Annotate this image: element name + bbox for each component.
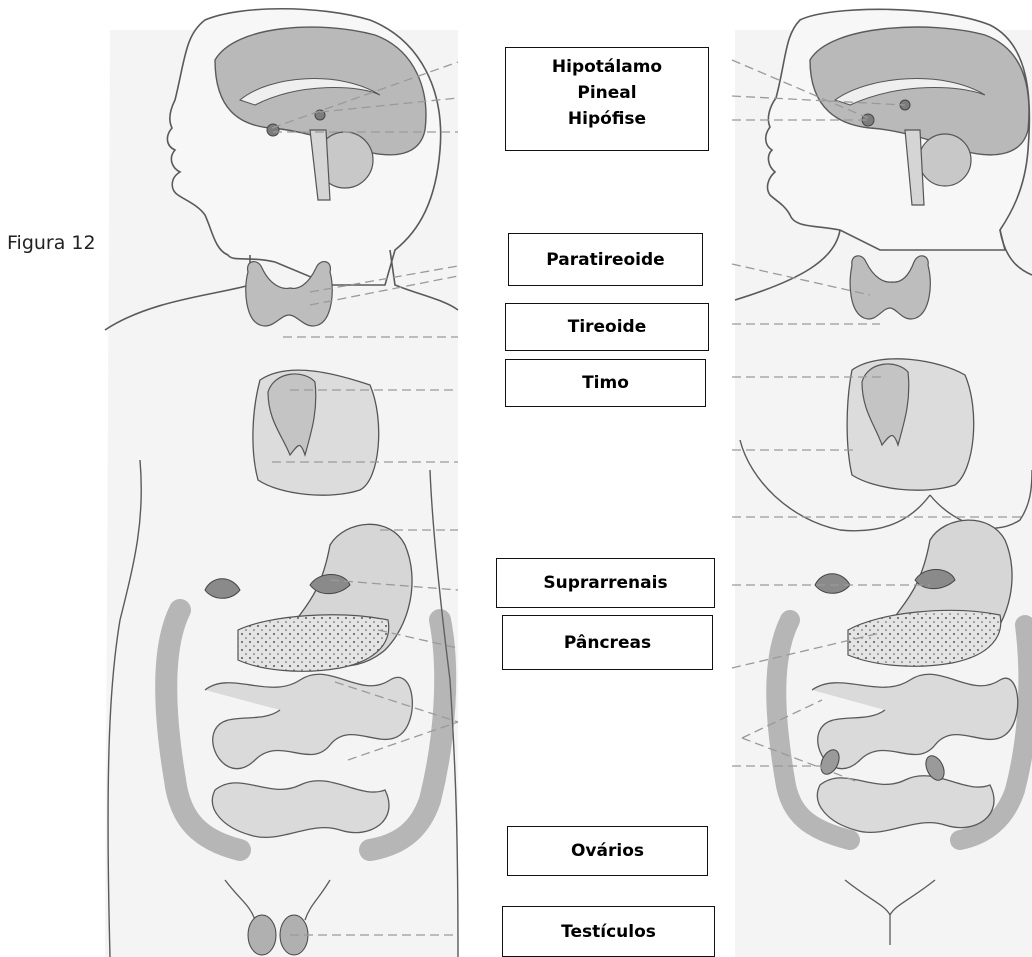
female-figure — [732, 9, 1032, 957]
label-ovarios: Ovários — [507, 826, 708, 876]
label-tireoide: Tireoide — [505, 303, 709, 351]
female-cerebellum — [919, 134, 971, 186]
male-testis-left — [248, 915, 276, 955]
label-suprarrenais: Suprarrenais — [496, 558, 715, 608]
label-paratireoide: Paratireoide — [508, 233, 703, 286]
male-figure — [105, 9, 458, 957]
label-hipofise: Hipófise — [568, 106, 646, 132]
label-hipotalamo: Hipotálamo — [552, 54, 662, 80]
label-timo: Timo — [505, 359, 706, 407]
label-brain-glands: Hipotálamo Pineal Hipófise — [505, 47, 709, 151]
label-pancreas: Pâncreas — [502, 615, 713, 670]
label-testiculos: Testículos — [502, 906, 715, 957]
label-pineal: Pineal — [577, 80, 636, 106]
